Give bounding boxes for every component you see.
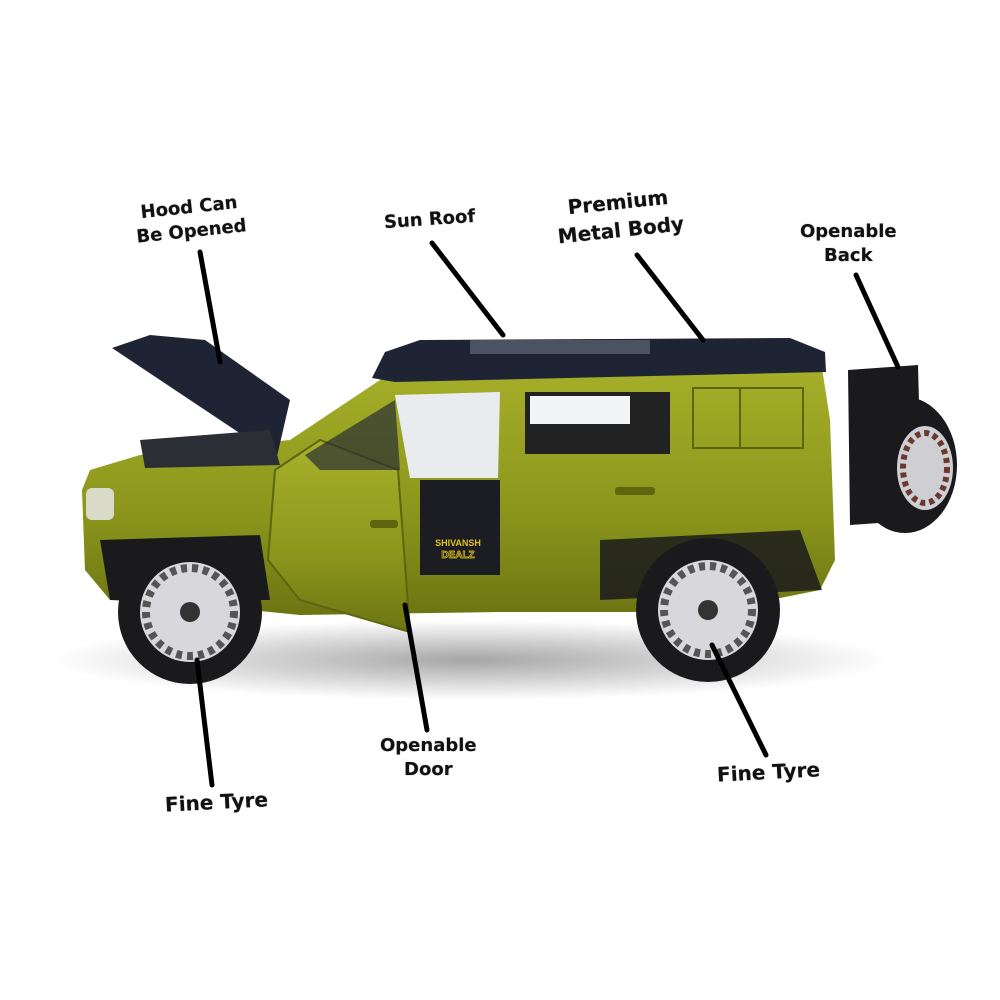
label-openable-back: Openable Back [800,220,897,268]
label-door-line1: Openable [380,735,477,756]
brand-logo: SHIVANSH DEALZ [435,538,481,561]
label-back-line2: Back [824,245,873,266]
svg-text:DEALZ: DEALZ [441,550,474,561]
svg-text:SHIVANSH: SHIVANSH [435,538,481,548]
spare-wheel [853,397,957,533]
label-door-line2: Door [404,759,453,780]
label-back-line1: Openable [800,221,897,242]
rear-wheel [636,538,780,682]
label-fine-tyre-right: Fine Tyre [716,757,821,787]
label-fine-tyre-left: Fine Tyre [164,787,269,817]
label-openable-door: Openable Door [380,734,477,782]
pointer-lines [194,240,901,788]
front-wheel [118,540,262,684]
